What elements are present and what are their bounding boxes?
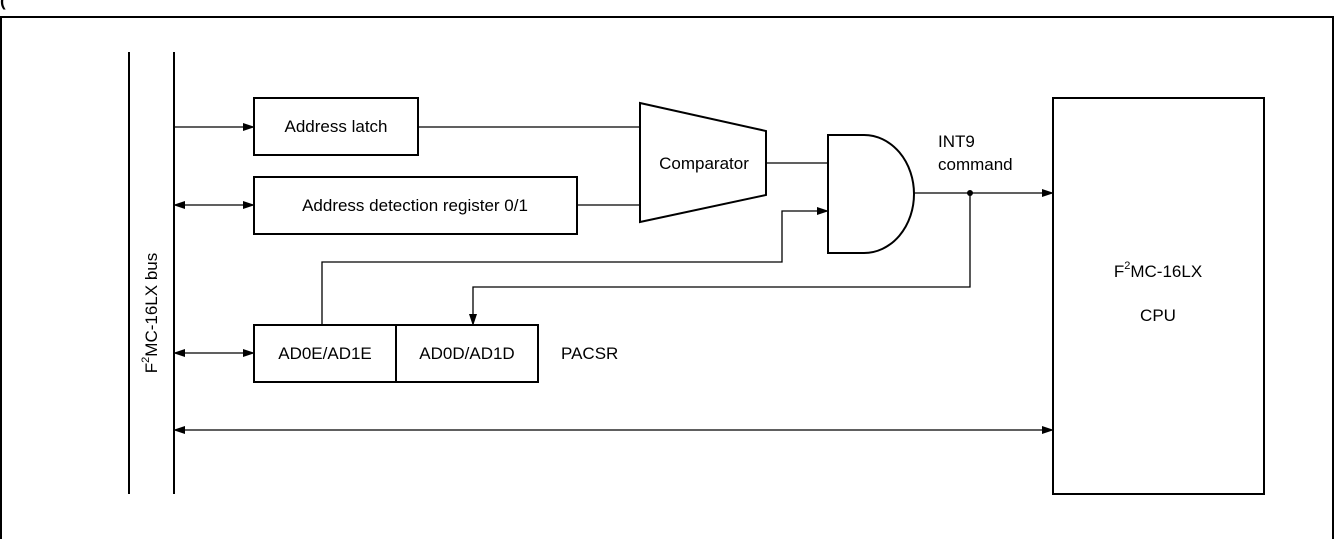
bus-label-superscript: 2 xyxy=(140,356,153,363)
cpu-label: CPU xyxy=(1140,306,1176,325)
ad0e-ad1e-box xyxy=(253,324,397,383)
header-fragment: ( xyxy=(0,0,6,10)
comparator-shape xyxy=(639,101,767,224)
address-detection-register-label: Address detection register 0/1 xyxy=(302,196,528,215)
pacsr-label: PACSR xyxy=(561,344,619,363)
ad0e-ad1e-label: AD0E/AD1E xyxy=(278,344,372,363)
bus-label: F2MC-16LX bus xyxy=(140,252,162,374)
diagram-frame xyxy=(0,16,1334,539)
address-latch-box xyxy=(253,97,419,156)
int9-label: INT9 xyxy=(938,132,975,151)
bus-label-suffix: MC-16LX bus xyxy=(142,252,161,357)
cpu-box xyxy=(1052,97,1265,495)
junction-dot xyxy=(967,190,973,196)
cpu-name-label: F2MC-16LX xyxy=(1113,260,1203,282)
cpu-name-prefix: F xyxy=(1113,262,1125,281)
ad0d-ad1d-label: AD0D/AD1D xyxy=(419,344,515,363)
comparator-label: Comparator xyxy=(659,154,749,173)
int9-feedback-arrow xyxy=(469,193,971,326)
cpu-name-suffix: MC-16LX xyxy=(1130,262,1203,281)
bus-label-prefix: F xyxy=(142,362,161,374)
cpu-name-superscript: 2 xyxy=(1124,260,1131,273)
and-gate-shape xyxy=(827,134,915,254)
enable-to-gate-arrow xyxy=(321,207,829,325)
command-label: command xyxy=(938,155,1013,174)
address-latch-label: Address latch xyxy=(284,117,388,136)
ad0d-ad1d-box xyxy=(395,324,539,383)
